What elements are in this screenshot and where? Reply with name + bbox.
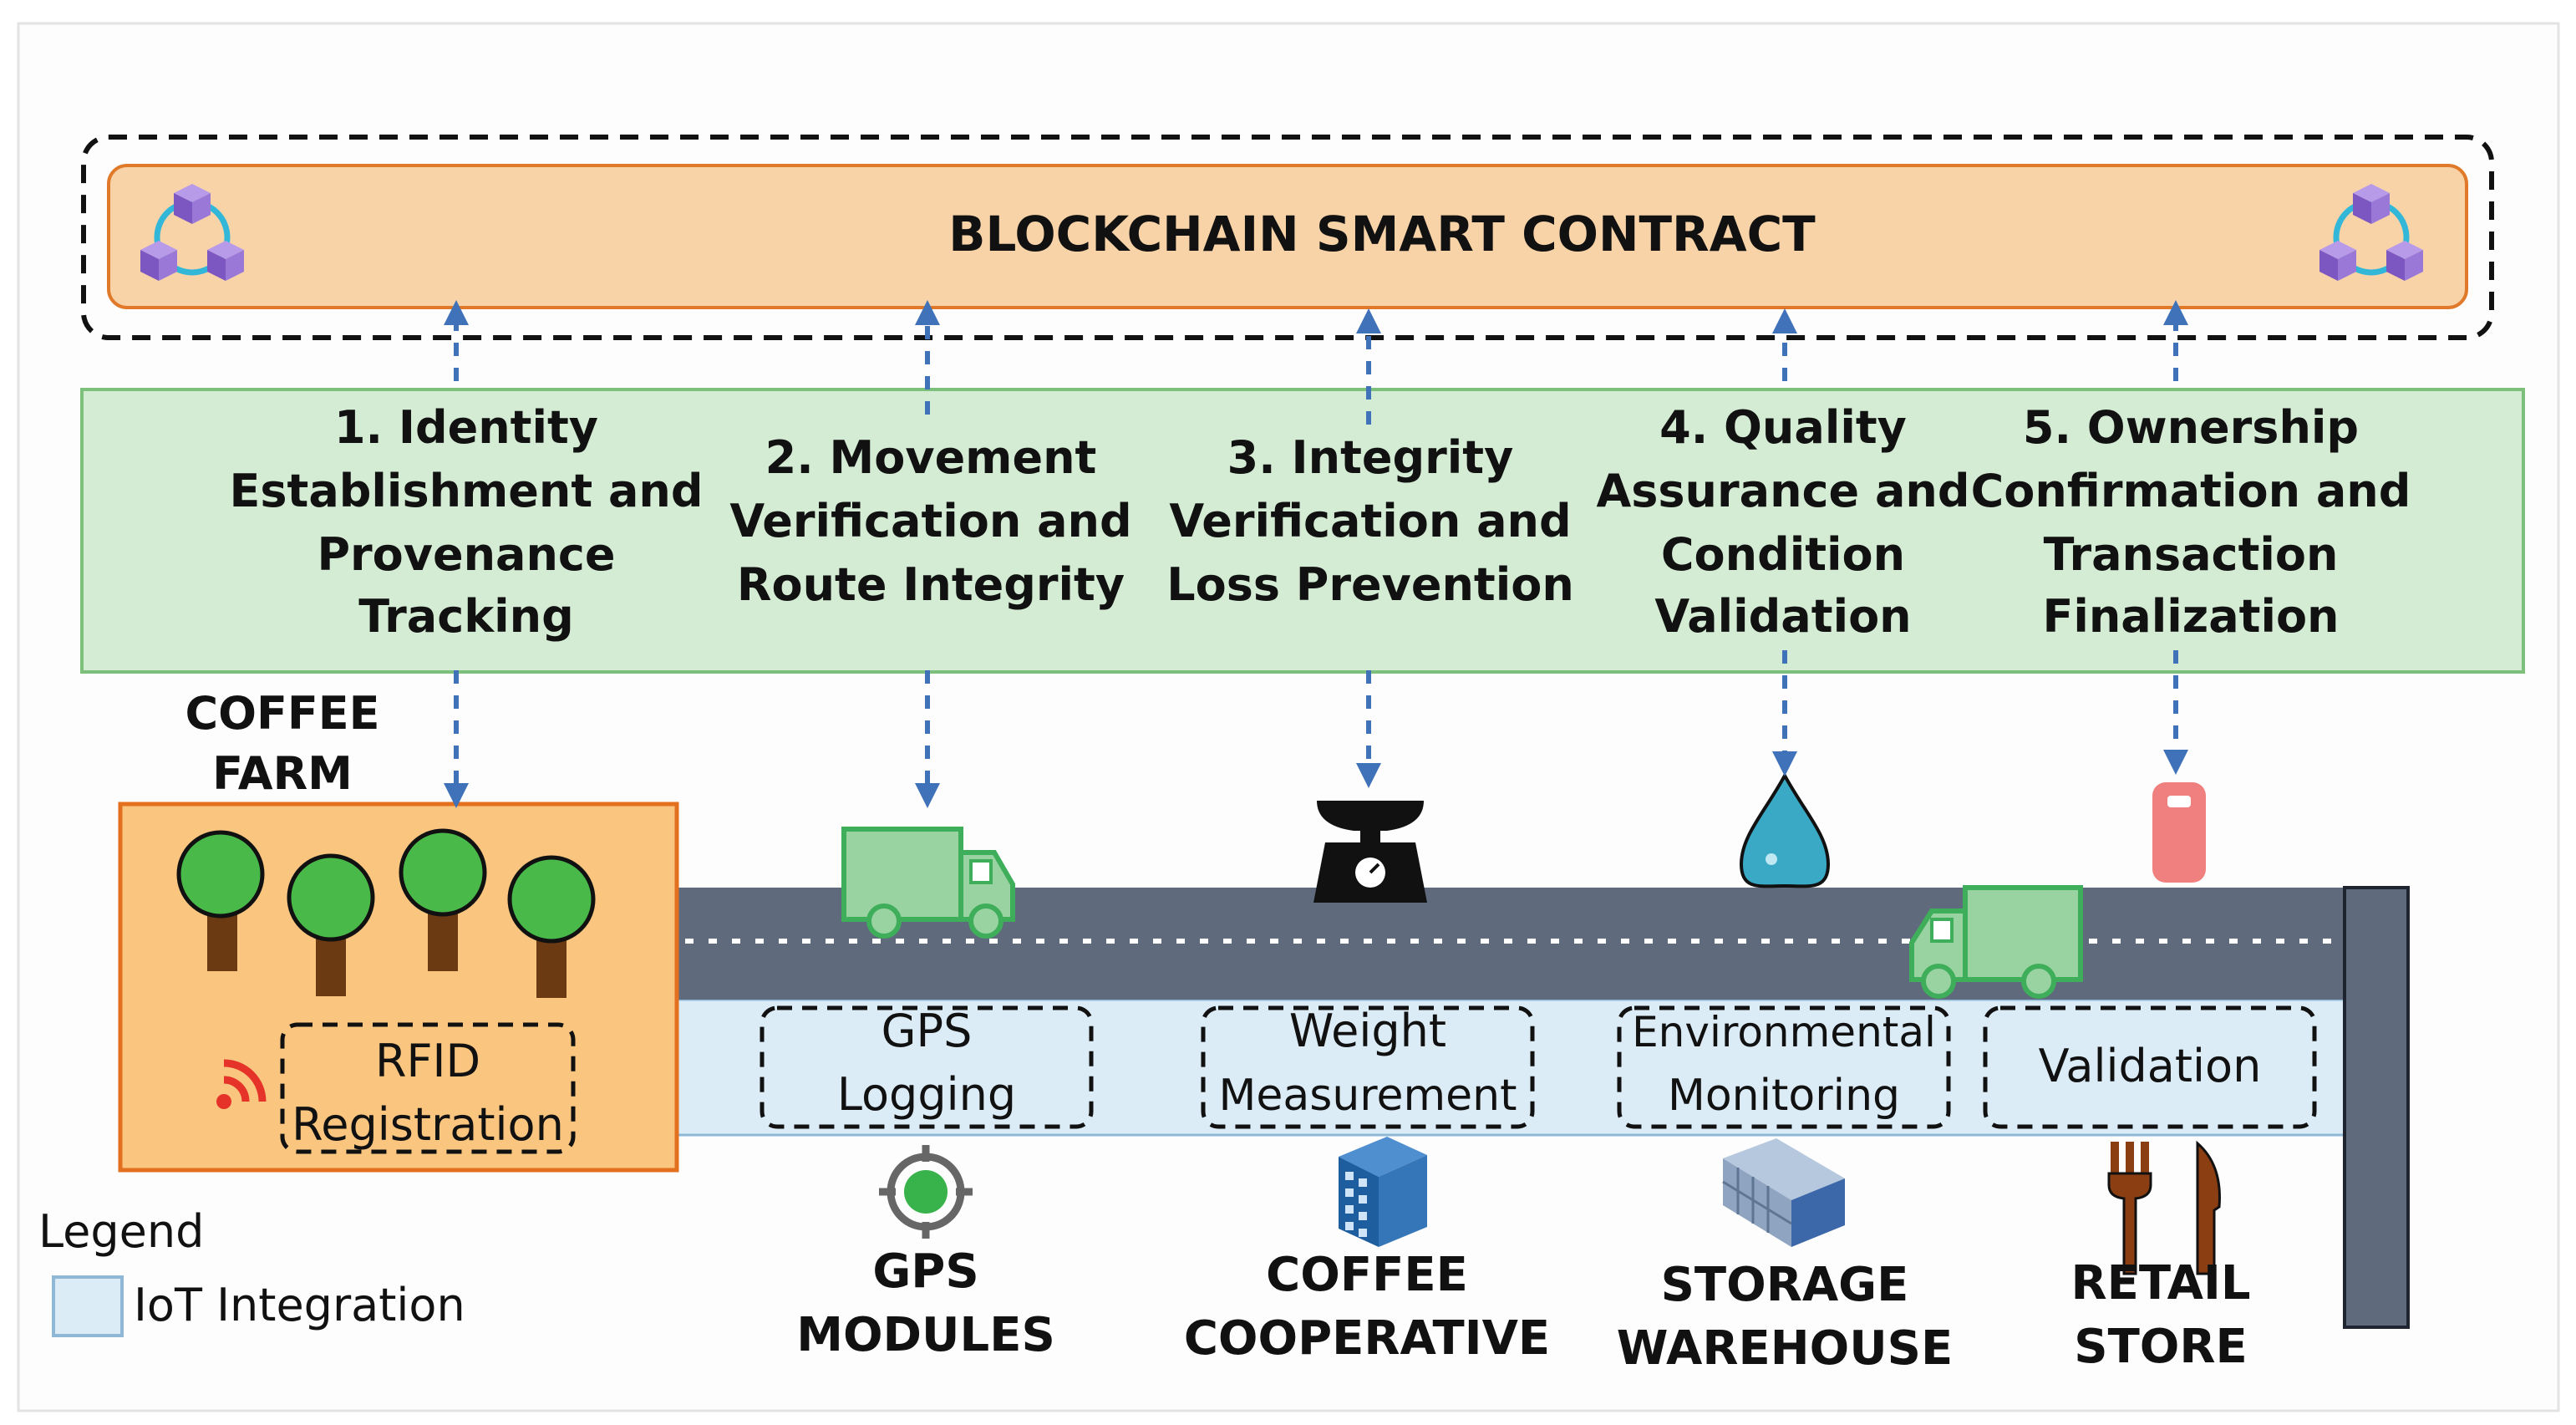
iot-environmental-line-1: Environmental xyxy=(1632,1008,1936,1056)
iot-rfid-line-2: Registration xyxy=(292,1098,564,1151)
iot-box-environmental xyxy=(1617,1005,1951,1129)
stage-4-line-2: Assurance and xyxy=(1596,465,1969,517)
stage-5-line-3: Transaction xyxy=(2044,528,2339,581)
stage-1-line-3: Provenance xyxy=(317,528,615,581)
stage-2-line-2: Verification and xyxy=(729,495,1131,547)
stage-5-line-1: 5. Ownership xyxy=(2023,401,2359,454)
tree-icon xyxy=(287,853,375,996)
truck-icon xyxy=(1909,885,2083,999)
legend-item: IoT Integration xyxy=(134,1279,465,1331)
entity-warehouse-line-1: STORAGE xyxy=(1661,1258,1909,1312)
stage-2-label: 2. Movement Verification and Route Integ… xyxy=(729,431,1131,611)
stage-2-line-1: 2. Movement xyxy=(765,431,1097,484)
stage-2-line-3: Route Integrity xyxy=(737,558,1125,611)
iot-rfid-line-1: RFID xyxy=(375,1035,480,1087)
stage-1-line-2: Establishment and xyxy=(229,465,703,517)
rfid-signal-icon xyxy=(216,1059,267,1109)
iot-gps-line-1: GPS xyxy=(882,1005,973,1057)
rfid-tag-icon xyxy=(2152,782,2206,883)
iot-weight-line-2: Measurement xyxy=(1219,1071,1517,1121)
tree-icon xyxy=(399,828,487,971)
tree-icon xyxy=(176,830,265,971)
stage-4-line-4: Validation xyxy=(1654,590,1911,643)
legend-swatch xyxy=(52,1275,124,1337)
contract-box xyxy=(107,164,2468,309)
water-drop-icon xyxy=(1739,771,1831,888)
iot-box-validation xyxy=(1983,1005,2317,1129)
entity-retail-line-2: STORE xyxy=(2074,1320,2248,1374)
iot-gps-line-2: Logging xyxy=(837,1068,1016,1121)
stage-3-label: 3. Integrity Verification and Loss Preve… xyxy=(1166,431,1574,611)
stage-4-line-3: Condition xyxy=(1661,528,1905,581)
blockchain-cubes-icon xyxy=(2319,184,2423,281)
scale-icon xyxy=(1313,801,1427,903)
gps-target-icon xyxy=(879,1145,973,1239)
iot-weight-line-1: Weight xyxy=(1289,1005,1446,1057)
warehouse-icon xyxy=(1722,1138,1845,1247)
stage-3-line-3: Loss Prevention xyxy=(1166,558,1574,611)
iot-box-gps xyxy=(760,1005,1094,1129)
stage-5-label: 5. Ownership Confirmation and Transactio… xyxy=(1971,401,2411,643)
building-icon xyxy=(1339,1137,1427,1247)
iot-box-rfid xyxy=(280,1022,576,1154)
stage-3-line-2: Verification and xyxy=(1169,495,1571,547)
entity-gps-line-1: GPS xyxy=(872,1244,978,1299)
stage-5-line-4: Finalization xyxy=(2042,590,2339,643)
blockchain-cubes-icon xyxy=(140,184,244,281)
entity-retail-line-1: RETAIL xyxy=(2070,1256,2250,1310)
entity-cooperative-line-1: COFFEE xyxy=(1266,1248,1468,1302)
stage-1-line-1: 1. Identity xyxy=(334,401,598,454)
stage-4-label: 4. Quality Assurance and Condition Valid… xyxy=(1596,401,1969,643)
farm-label-line-1: COFFEE xyxy=(185,687,379,740)
truck-icon xyxy=(841,827,1015,939)
stage-1-label: 1. Identity Establishment and Provenance… xyxy=(229,401,703,643)
entity-warehouse-line-2: WAREHOUSE xyxy=(1617,1321,1954,1376)
contract-dashed-outline xyxy=(81,135,2494,340)
stages-band xyxy=(80,388,2525,674)
farm-label-line-2: FARM xyxy=(212,747,353,800)
iot-box-weight xyxy=(1201,1005,1535,1129)
arrows xyxy=(444,300,2188,808)
entity-gps-line-2: MODULES xyxy=(796,1308,1055,1362)
road-end-pillar xyxy=(2343,886,2410,1329)
entity-cooperative-line-2: COOPERATIVE xyxy=(1184,1311,1550,1366)
fork-knife-icon xyxy=(2107,1140,2221,1275)
iot-environmental-line-2: Monitoring xyxy=(1668,1071,1900,1121)
tree-icon xyxy=(507,855,596,998)
stage-4-line-1: 4. Quality xyxy=(1659,401,1907,454)
stage-5-line-2: Confirmation and xyxy=(1971,465,2411,517)
legend-title: Legend xyxy=(38,1205,204,1258)
contract-title: BLOCKCHAIN SMART CONTRACT xyxy=(948,206,1816,262)
iot-validation-line-1: Validation xyxy=(2039,1040,2262,1092)
iot-band xyxy=(675,998,2350,1137)
stage-3-line-1: 3. Integrity xyxy=(1227,431,1514,484)
stage-1-line-4: Tracking xyxy=(358,590,574,643)
